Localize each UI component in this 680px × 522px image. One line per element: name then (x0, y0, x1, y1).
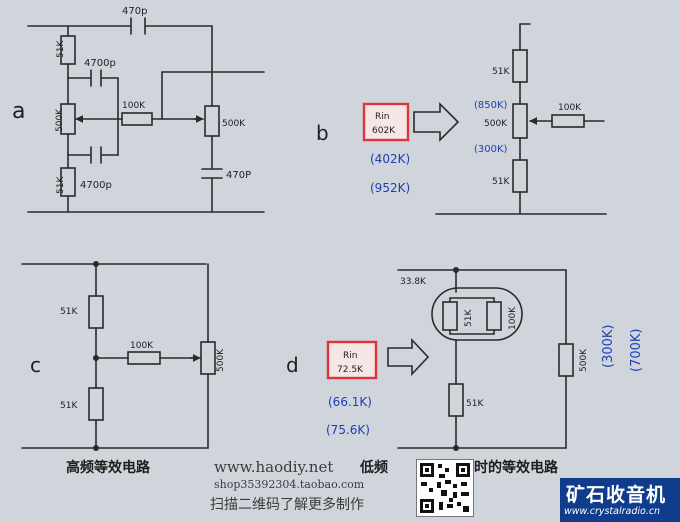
capacitor-a-4700p-upper (90, 69, 102, 87)
note-d-2: (75.6K) (326, 423, 370, 437)
rin-box-b (362, 102, 410, 142)
label-c-r-mid: 100K (130, 341, 154, 351)
watermark-shop[interactable]: shop35392304.taobao.com (214, 478, 365, 491)
label-d-top: 33.8K (400, 277, 427, 287)
label-c: c (30, 353, 41, 377)
label-b-r-side: 100K (558, 103, 582, 113)
caption-right-start: 低频 (360, 460, 388, 476)
pot-a-500k-volume (204, 105, 220, 137)
label-d-r-loop-right: 100K (508, 306, 518, 330)
resistor-c-100k (127, 351, 161, 365)
arrow-d (387, 337, 430, 377)
resistor-a-100k (121, 112, 153, 126)
pot-c-500k (200, 341, 216, 375)
rin-box-d (326, 340, 378, 380)
rin-b-value: 602K (372, 126, 396, 136)
note-d-1: (66.1K) (328, 395, 372, 409)
label-a-r-mid: 100K (122, 101, 146, 111)
resistor-d-100k-loop (486, 301, 502, 331)
capacitor-a-470p-out (201, 168, 223, 179)
qr-pattern (420, 463, 470, 513)
pot-b-500k (512, 103, 528, 139)
circuit-b (413, 23, 607, 215)
resistor-c-51k-bottom (88, 387, 104, 421)
resistor-b-51k-top (512, 49, 528, 83)
label-a: a (12, 99, 25, 124)
note-d-right-1: (300K) (601, 325, 616, 368)
rin-b-title: Rin (375, 112, 389, 122)
label-c-pot: 500K (216, 348, 226, 372)
watermark-scan: 扫描二维码了解更多制作 (210, 497, 364, 513)
caption-left: 高频等效电路 (66, 460, 150, 476)
circuit-a (27, 17, 265, 213)
label-a-pot-bass: 500K (55, 108, 65, 132)
note-b-top: (850K) (474, 100, 508, 111)
label-b-r-bottom: 51K (492, 177, 510, 187)
resistor-b-51k-bottom (512, 159, 528, 193)
rin-d-title: Rin (343, 351, 357, 361)
caption-right-tail: 时的等效电路 (474, 460, 558, 476)
logo-name: 矿石收音机 (566, 484, 667, 506)
note-b-mid: (300K) (474, 144, 508, 155)
circuit-d (387, 266, 574, 451)
qr-code[interactable] (416, 459, 474, 517)
label-a-c-upper: 4700p (84, 58, 116, 69)
label-d-pot: 500K (579, 348, 589, 372)
label-b-pot: 500K (484, 119, 508, 129)
label-c-r-top: 51K (60, 307, 78, 317)
label-a-c-top: 470p (122, 6, 147, 17)
site-logo[interactable]: 矿石收音机 www.crystalradio.cn (560, 478, 680, 522)
label-a-c-out: 470P (226, 170, 251, 181)
label-d: d (286, 353, 299, 377)
loop-outline (431, 287, 523, 341)
note-b-2: (952K) (370, 181, 410, 195)
label-a-pot-vol: 500K (222, 119, 246, 129)
label-d-r-loop-left: 51K (464, 309, 474, 327)
label-a-r-bottom: 51K (56, 176, 66, 194)
label-d-r-bottom: 51K (466, 399, 484, 409)
note-d-right-2: (700K) (629, 329, 644, 372)
label-b: b (316, 121, 329, 145)
resistor-b-100k (551, 114, 585, 128)
capacitor-a-4700p-lower (90, 146, 102, 164)
label-b-r-top: 51K (492, 67, 510, 77)
pot-d-500k (558, 343, 574, 377)
label-c-r-bottom: 51K (60, 401, 78, 411)
resistor-d-51k-loop (442, 301, 458, 331)
logo-url: www.crystalradio.cn (564, 506, 661, 517)
resistor-d-51k-bottom (448, 383, 464, 417)
circuit-c (21, 260, 216, 451)
label-a-r-top: 51K (56, 40, 66, 58)
watermark-site[interactable]: www.haodiy.net (214, 458, 334, 476)
note-b-1: (402K) (370, 152, 410, 166)
capacitor-top-470p (130, 17, 146, 35)
resistor-c-51k-top (88, 295, 104, 329)
rin-d-value: 72.5K (337, 365, 364, 375)
arrow-b (413, 102, 460, 142)
label-a-c-lower: 4700p (80, 180, 112, 191)
